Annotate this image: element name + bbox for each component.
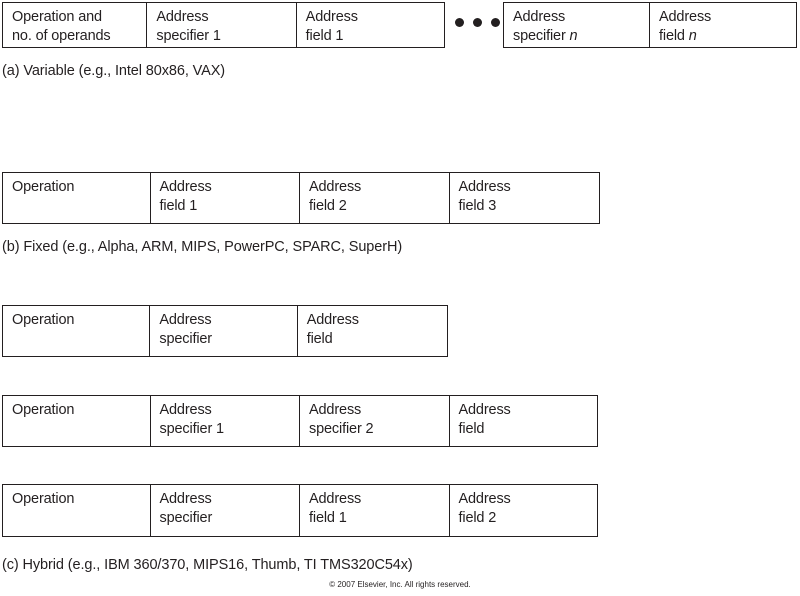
ellipsis-dot-2 <box>473 18 482 27</box>
caption-variable: (a) Variable (e.g., Intel 80x86, VAX) <box>2 63 226 79</box>
ellipsis-dots <box>455 18 500 27</box>
variable-specifier-n-line2: specifier <box>513 28 570 44</box>
variable-cell-address-specifier-n: Address specifier n <box>504 3 650 47</box>
hybrid3-cell-address-specifier: Address specifier <box>151 485 300 536</box>
variable-field-n-line2: field <box>659 28 689 44</box>
fixed-format-row: Operation Address field 1 Address field … <box>2 172 600 224</box>
hybrid2-cell-operation: Operation <box>3 396 151 446</box>
hybrid-format-row-1: Operation Address specifier Address fiel… <box>2 305 448 357</box>
variable-format-right-group: Address specifier n Address field n <box>503 2 797 48</box>
variable-cell-address-specifier-1: Address specifier 1 <box>147 3 297 47</box>
hybrid3-cell-address-field-1: Address field 1 <box>300 485 450 536</box>
variable-cell-address-field-1: Address field 1 <box>305 9 358 44</box>
variable-cell-address-field-n: Address field n <box>650 3 796 47</box>
hybrid-format-row-3: Operation Address specifier Address fiel… <box>2 484 598 537</box>
hybrid3-cell-operation: Operation <box>3 485 151 536</box>
hybrid2-cell-address-specifier-2: Address specifier 2 <box>300 396 450 446</box>
variable-specifier-n-line1: Address <box>513 9 566 25</box>
hybrid3-cell-address-field-2: Address field 2 <box>458 491 511 526</box>
variable-cell-operation: Operation and no. of operands <box>3 3 148 47</box>
fixed-cell-address-field-2: Address field 2 <box>300 173 450 223</box>
hybrid-format-row-2: Operation Address specifier 1 Address sp… <box>2 395 598 447</box>
ellipsis-dot-1 <box>455 18 464 27</box>
hybrid1-cell-address-specifier: Address specifier <box>150 306 298 356</box>
hybrid2-cell-address-specifier-1: Address specifier 1 <box>151 396 300 446</box>
hybrid1-cell-operation: Operation <box>3 306 151 356</box>
variable-specifier-n-italic: n <box>569 28 578 44</box>
variable-field-n-italic: n <box>688 28 697 44</box>
fixed-cell-address-field-3: Address field 3 <box>458 179 511 214</box>
caption-fixed: (b) Fixed (e.g., Alpha, ARM, MIPS, Power… <box>2 239 403 255</box>
caption-hybrid: (c) Hybrid (e.g., IBM 360/370, MIPS16, T… <box>2 557 413 573</box>
variable-format-left-group: Operation and no. of operands Address sp… <box>2 2 445 48</box>
hybrid2-cell-address-field: Address field <box>458 402 511 437</box>
fixed-cell-address-field-1: Address field 1 <box>151 173 300 223</box>
variable-field-n-line1: Address <box>659 9 712 25</box>
fixed-cell-operation: Operation <box>3 173 151 223</box>
hybrid1-cell-address-field: Address field <box>306 312 359 347</box>
ellipsis-dot-3 <box>491 18 500 27</box>
copyright-notice: © 2007 Elsevier, Inc. All rights reserve… <box>329 580 471 589</box>
